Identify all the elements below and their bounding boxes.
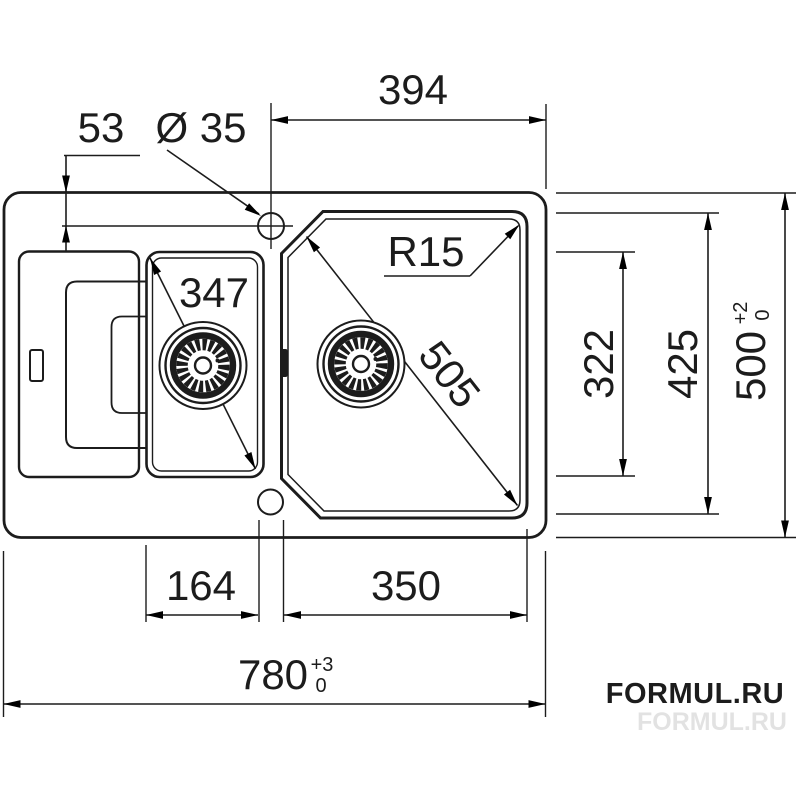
dimension-164-label: 164 xyxy=(166,562,236,609)
dimension-780-label: 780 xyxy=(238,651,308,698)
dimension-780: 780 +3 0 xyxy=(2,551,547,717)
dimension-350: 350 xyxy=(282,520,528,622)
large-bowl xyxy=(280,210,529,520)
small-bowl-inner-rim xyxy=(151,257,259,472)
dimension-347-label: 347 xyxy=(179,269,249,316)
dimension-322: 322 xyxy=(556,251,635,477)
large-bowl-inner-rim xyxy=(287,218,521,512)
drainboard xyxy=(17,250,141,479)
arrow-icon xyxy=(510,611,527,619)
dimension-350-label: 350 xyxy=(371,562,441,609)
drainboard-groove-inner xyxy=(110,315,146,414)
arrow-icon xyxy=(619,459,627,476)
watermark: FORMUL.RU FORMUL.RU xyxy=(606,678,787,736)
arrow-icon xyxy=(241,611,258,619)
arrow-icon xyxy=(62,175,70,193)
dimension-164: 164 xyxy=(145,520,260,622)
dimension-425-label: 425 xyxy=(659,329,706,399)
large-bowl-overflow-slot xyxy=(281,349,288,377)
dimension-53: 53 xyxy=(62,104,140,251)
drainboard-overflow-slot xyxy=(29,349,44,382)
dimension-780-tol-plus: +3 xyxy=(311,654,334,676)
dimension-425: 425 xyxy=(556,212,719,515)
dimension-d35-label: Ø 35 xyxy=(155,104,246,151)
dimension-500-label: 500 xyxy=(727,331,774,401)
drain-hole xyxy=(257,488,284,516)
arrow-icon xyxy=(704,213,712,230)
arrow-icon xyxy=(271,116,288,124)
dimension-53-label: 53 xyxy=(78,104,125,151)
dimension-r15: R15 xyxy=(384,221,523,277)
dimension-505-label: 505 xyxy=(410,332,490,416)
arrow-icon xyxy=(619,252,627,269)
arrow-icon xyxy=(62,225,70,243)
dimension-500-tol-minus: 0 xyxy=(752,309,774,320)
sink-body: 347 505 R15 xyxy=(2,103,548,539)
dimension-394: 394 xyxy=(271,66,547,189)
drainboard-groove-outer xyxy=(65,280,146,449)
arrow-icon xyxy=(529,116,546,124)
arrow-icon xyxy=(146,611,163,619)
arrow-icon xyxy=(781,193,789,210)
arrow-icon xyxy=(244,203,264,220)
dimension-r15-label: R15 xyxy=(387,228,464,275)
dimension-500-tol-plus: +2 xyxy=(730,302,752,325)
tap-hole xyxy=(62,103,293,249)
dimension-500: 500 +2 0 xyxy=(556,192,796,539)
sink-outline xyxy=(2,191,548,539)
arrow-icon xyxy=(704,497,712,514)
dimension-780-tol-minus: 0 xyxy=(315,675,326,697)
arrow-icon xyxy=(781,520,789,538)
large-bowl-strainer xyxy=(318,321,405,408)
dimension-394-label: 394 xyxy=(378,66,448,113)
small-bowl xyxy=(145,250,265,479)
dimension-322-label: 322 xyxy=(575,329,622,399)
watermark-text: FORMUL.RU xyxy=(606,678,784,710)
small-bowl-strainer xyxy=(160,322,247,409)
arrow-icon xyxy=(3,700,21,708)
arrow-icon xyxy=(284,611,301,619)
watermark-ghost: FORMUL.RU xyxy=(637,708,787,736)
dimension-d35: Ø 35 xyxy=(155,104,264,220)
arrow-icon xyxy=(528,700,546,708)
